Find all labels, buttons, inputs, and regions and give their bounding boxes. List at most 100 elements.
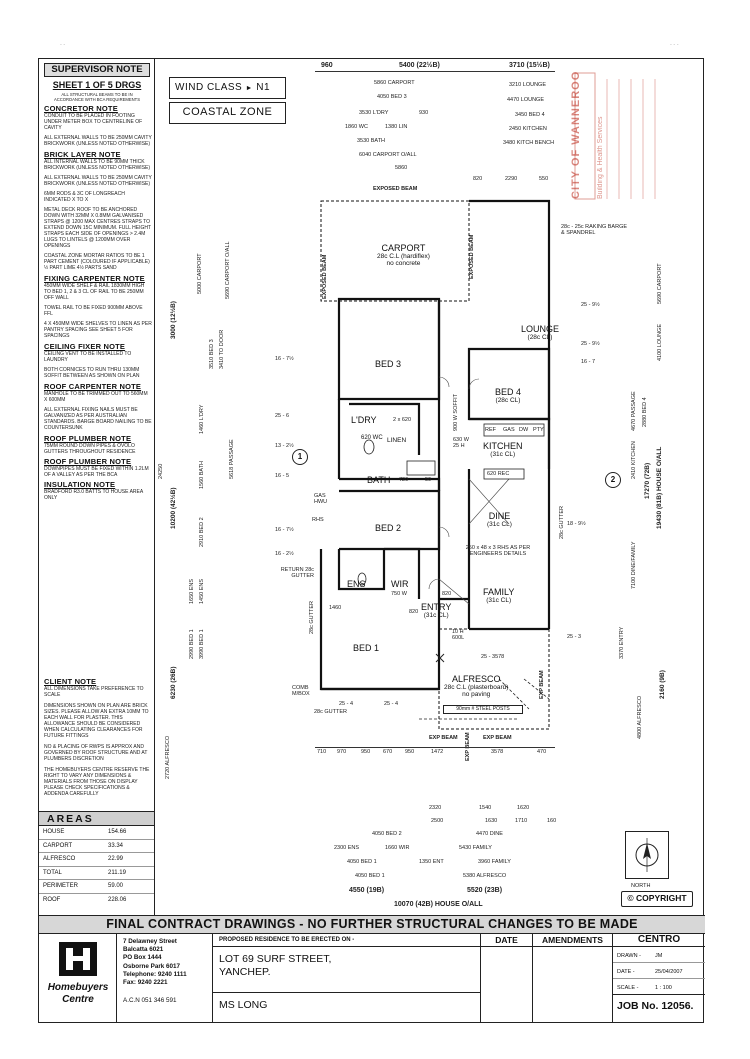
- roof-carpenter-body: MANHOLE TO BE TRIMMED OUT TO 560mm x 600…: [44, 391, 148, 403]
- fixing-heading: FIXING CARPENTER NOTE: [44, 274, 145, 283]
- fixture-ref: REF: [485, 427, 496, 433]
- dim-top: 5400 (22½B): [399, 62, 440, 69]
- dim-bottom: 1630: [485, 818, 498, 824]
- label-exposed-beam: EXPOSED BEAM: [469, 234, 475, 279]
- fax: Fax: 9240 2221: [123, 979, 168, 987]
- label-exp-beam: EXP BEAM: [429, 735, 458, 741]
- dim-bottom: 1620: [517, 805, 530, 811]
- dim-misc: 820: [442, 591, 452, 597]
- room-ensuite: ENS: [347, 579, 366, 589]
- note-raking-barge: 28c - 25c RAKING BARGE & SPANDREL: [561, 224, 628, 236]
- room-kitchen: KITCHEN(31c CL): [483, 441, 523, 458]
- room-bed2: BED 2: [375, 523, 401, 533]
- roof-plumber-body: 75mm ROUND DOWN PIPES & OVOLO GUTTERS TH…: [44, 443, 136, 455]
- dim-room: 930: [419, 110, 429, 116]
- ceiling-heading: CEILING FIXER NOTE: [44, 342, 126, 351]
- dim-room: 4470 LOUNGE: [507, 97, 544, 103]
- drawn-value: JM: [655, 953, 663, 959]
- room-name: KITCHEN: [483, 441, 523, 451]
- dim-bottom: 5380 ALFRESCO: [463, 873, 507, 879]
- company-logo-icon: [59, 942, 97, 976]
- council-stamp: CITY OF WANNEROO Building & Health Servi…: [567, 69, 687, 209]
- room-bed4: BED 4(28c CL): [495, 387, 521, 404]
- fixture-hwu: GAS HWU: [314, 493, 328, 505]
- dim-bottom: 1540: [479, 805, 492, 811]
- phone: Telephone: 9240 1111: [123, 970, 187, 978]
- floor-plan-walls: [319, 199, 551, 730]
- room-family: FAMILY(31c CL): [483, 587, 514, 604]
- section-marker-2: 2: [605, 472, 621, 488]
- label-exposed-beam: EXPOSED BEAM: [373, 186, 418, 192]
- dim-room: 1380 LIN: [385, 124, 408, 130]
- dim-right-ceiling: 25 - 3: [567, 634, 582, 640]
- coastal-zone-box: COASTAL ZONE: [169, 102, 286, 124]
- room-name: BED 2: [375, 523, 402, 533]
- title-block: Homebuyers Centre 7 Delawney Street Balc…: [39, 934, 705, 1022]
- client-body-3: No & PLACING OF RWPs IS APPROX AND GOVER…: [44, 744, 148, 762]
- dim-misc: 25 - 4: [384, 701, 399, 707]
- wind-class-box: WIND CLASS ► N1: [169, 77, 286, 99]
- dim-room: 2290: [505, 176, 518, 182]
- company-logo-cell: Homebuyers Centre: [39, 934, 117, 1022]
- fixture-gas: GAS: [503, 427, 515, 433]
- dim-misc: 630 W 25 H: [453, 437, 469, 449]
- supervisor-note-heading: SUPERVISOR NOTE: [44, 63, 150, 77]
- area-value: 33.34: [108, 842, 124, 849]
- room-name: BED 4: [495, 387, 522, 397]
- insulation-heading: INSULATION NOTE: [44, 480, 116, 489]
- room-sub: no concrete: [386, 260, 421, 267]
- date-header: DATE: [481, 934, 532, 947]
- dim-left-ceiling: 13 - 2½: [275, 443, 294, 449]
- dim-misc: 1460: [329, 605, 342, 611]
- address-line: Osborne Park 6017: [123, 962, 181, 970]
- sheet-number: SHEET 1 OF 5 DRGS: [52, 80, 142, 90]
- dim-room: 4050 BED 3: [377, 94, 407, 100]
- room-sub: 28c C.L (plasterboard): [444, 684, 509, 691]
- room-name: CARPORT: [381, 243, 426, 253]
- note-engineer-beam: 250 x 48 x 3 RHS AS PER ENGINEERS DETAIL…: [465, 545, 531, 557]
- dim-bottom: 950: [361, 749, 371, 755]
- dim-left-ceiling: 16 - 7½: [275, 356, 294, 362]
- towel-body: TOWEL RAIL TO BE FIXED 900mm ABOVE FFL: [44, 305, 143, 317]
- dim-bottom: 2320: [429, 805, 442, 811]
- dim-misc: 2 x 620: [393, 417, 412, 423]
- dim-room: 6040 CARPORT O/ALL: [359, 152, 417, 158]
- dim-bottom: 4050 BED 1: [355, 873, 385, 879]
- dim-misc: 720: [399, 477, 409, 483]
- dim-room: 5860: [395, 165, 408, 171]
- sheet-sub: ALL STRUCTURAL BEAMS TO BE IN ACCORDANCE…: [53, 92, 141, 102]
- project-cell: PROPOSED RESIDENCE TO BE ERECTED ON - LO…: [213, 934, 481, 1022]
- area-label: PERIMETER: [43, 883, 79, 890]
- room-name: DINE: [488, 511, 511, 521]
- date-column: DATE: [481, 934, 533, 1022]
- room-bath: BATH: [367, 475, 390, 485]
- concretor-body: CONDUIT TO BE PLACED IN FOOTING UNDER ME…: [44, 113, 143, 131]
- scale-value: 1 : 100: [655, 985, 672, 991]
- room-lounge: LOUNGE(28c CL): [521, 324, 559, 341]
- company-name-2: Centre: [62, 994, 94, 1005]
- dim-bottom: 160: [547, 818, 557, 824]
- area-value: 59.00: [108, 883, 124, 890]
- dim-left-ceiling: 16 - 2½: [275, 551, 294, 557]
- acn: A.C.N 051 346 591: [123, 997, 177, 1005]
- concretor-heading: CONCRETOR NOTE: [44, 104, 118, 113]
- copyright-badge: © COPYRIGHT: [621, 891, 693, 907]
- client-heading: CLIENT NOTE: [44, 677, 97, 686]
- notes-column: SUPERVISOR NOTE SHEET 1 OF 5 DRGS ALL ST…: [39, 59, 155, 915]
- north-label: NORTH: [631, 883, 651, 889]
- note-gutter: 28c GUTTER: [314, 709, 348, 715]
- dim-bottom: 470: [537, 749, 547, 755]
- area-row: CARPORT 33.34: [39, 840, 154, 853]
- room-wir: WIR: [391, 579, 409, 589]
- dim-top: 3710 (15½B): [509, 62, 550, 69]
- room-name: LINEN: [387, 437, 407, 444]
- area-label: CARPORT: [43, 842, 73, 849]
- address-line: PO Box 1444: [123, 954, 162, 962]
- scan-mark: - -: [60, 42, 66, 48]
- company-name-1: Homebuyers: [47, 982, 109, 993]
- dim-bottom: 4470 DINE: [476, 831, 503, 837]
